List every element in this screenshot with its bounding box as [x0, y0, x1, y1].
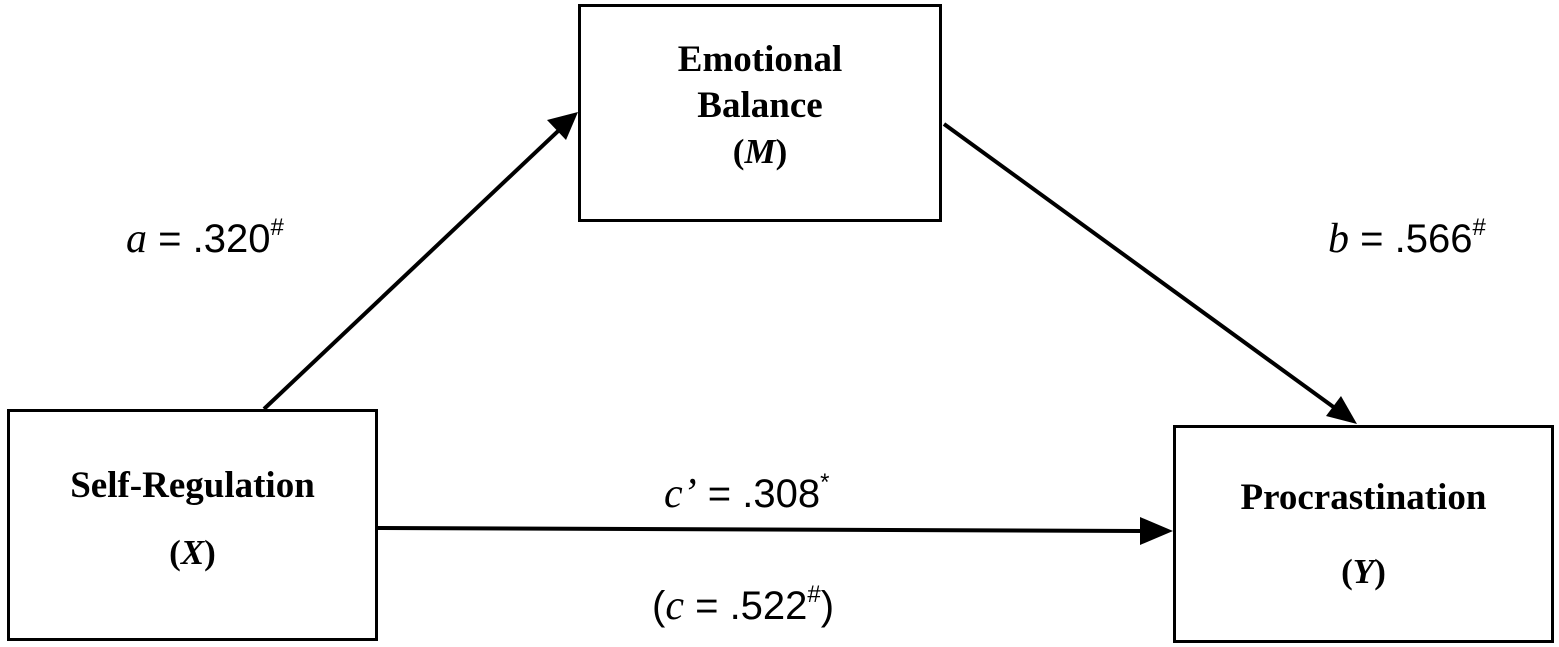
path-c-total-coefficient: (c = .522#) — [652, 582, 834, 630]
predictor-box — [7, 409, 378, 641]
mediator-label-line1: Emotional — [677, 39, 843, 80]
mediator-box — [578, 4, 942, 222]
path-b-value: = .566 — [1349, 217, 1473, 261]
mediator-symbol-letter: M — [744, 132, 776, 171]
path-c-prime-arrowhead — [1140, 517, 1173, 545]
outcome-label: Procrastination — [1240, 477, 1487, 518]
outcome-symbol: (Y) — [1341, 552, 1386, 591]
path-b-coefficient: b = .566# — [1328, 215, 1486, 263]
path-b-significance: # — [1472, 214, 1486, 242]
path-c-prime-arrow — [377, 526, 1141, 533]
path-c-total-close-paren: ) — [820, 584, 835, 628]
path-c-prime-coefficient: c’ = .308* — [664, 470, 829, 518]
predictor-label: Self-Regulation — [70, 465, 315, 506]
path-a-significance: # — [270, 214, 284, 242]
path-c-total-open-paren: ( — [652, 584, 666, 628]
path-a-coefficient: a = .320# — [126, 215, 284, 263]
path-a-symbol: a — [126, 216, 147, 262]
mediator-label-line2: Balance — [697, 85, 823, 126]
path-a-value: = .320 — [147, 217, 271, 261]
path-c-prime-symbol: c’ — [664, 471, 697, 517]
path-c-prime-value: = .308 — [696, 472, 821, 516]
path-b-arrowhead — [1326, 396, 1357, 424]
path-b-symbol: b — [1328, 216, 1349, 262]
path-c-prime-significance: * — [820, 469, 830, 497]
path-c-total-significance: # — [807, 581, 821, 609]
path-c-total-value: = .522 — [683, 584, 808, 628]
path-b-arrow — [942, 122, 1352, 421]
outcome-box — [1173, 425, 1554, 643]
path-a-arrow — [262, 114, 576, 411]
path-c-total-symbol: c — [665, 583, 684, 629]
predictor-symbol-letter: X — [180, 533, 205, 572]
mediator-symbol: (M) — [732, 132, 788, 171]
predictor-symbol: (X) — [169, 533, 216, 572]
path-a-arrowhead — [547, 112, 578, 140]
outcome-symbol-letter: Y — [1352, 552, 1375, 591]
